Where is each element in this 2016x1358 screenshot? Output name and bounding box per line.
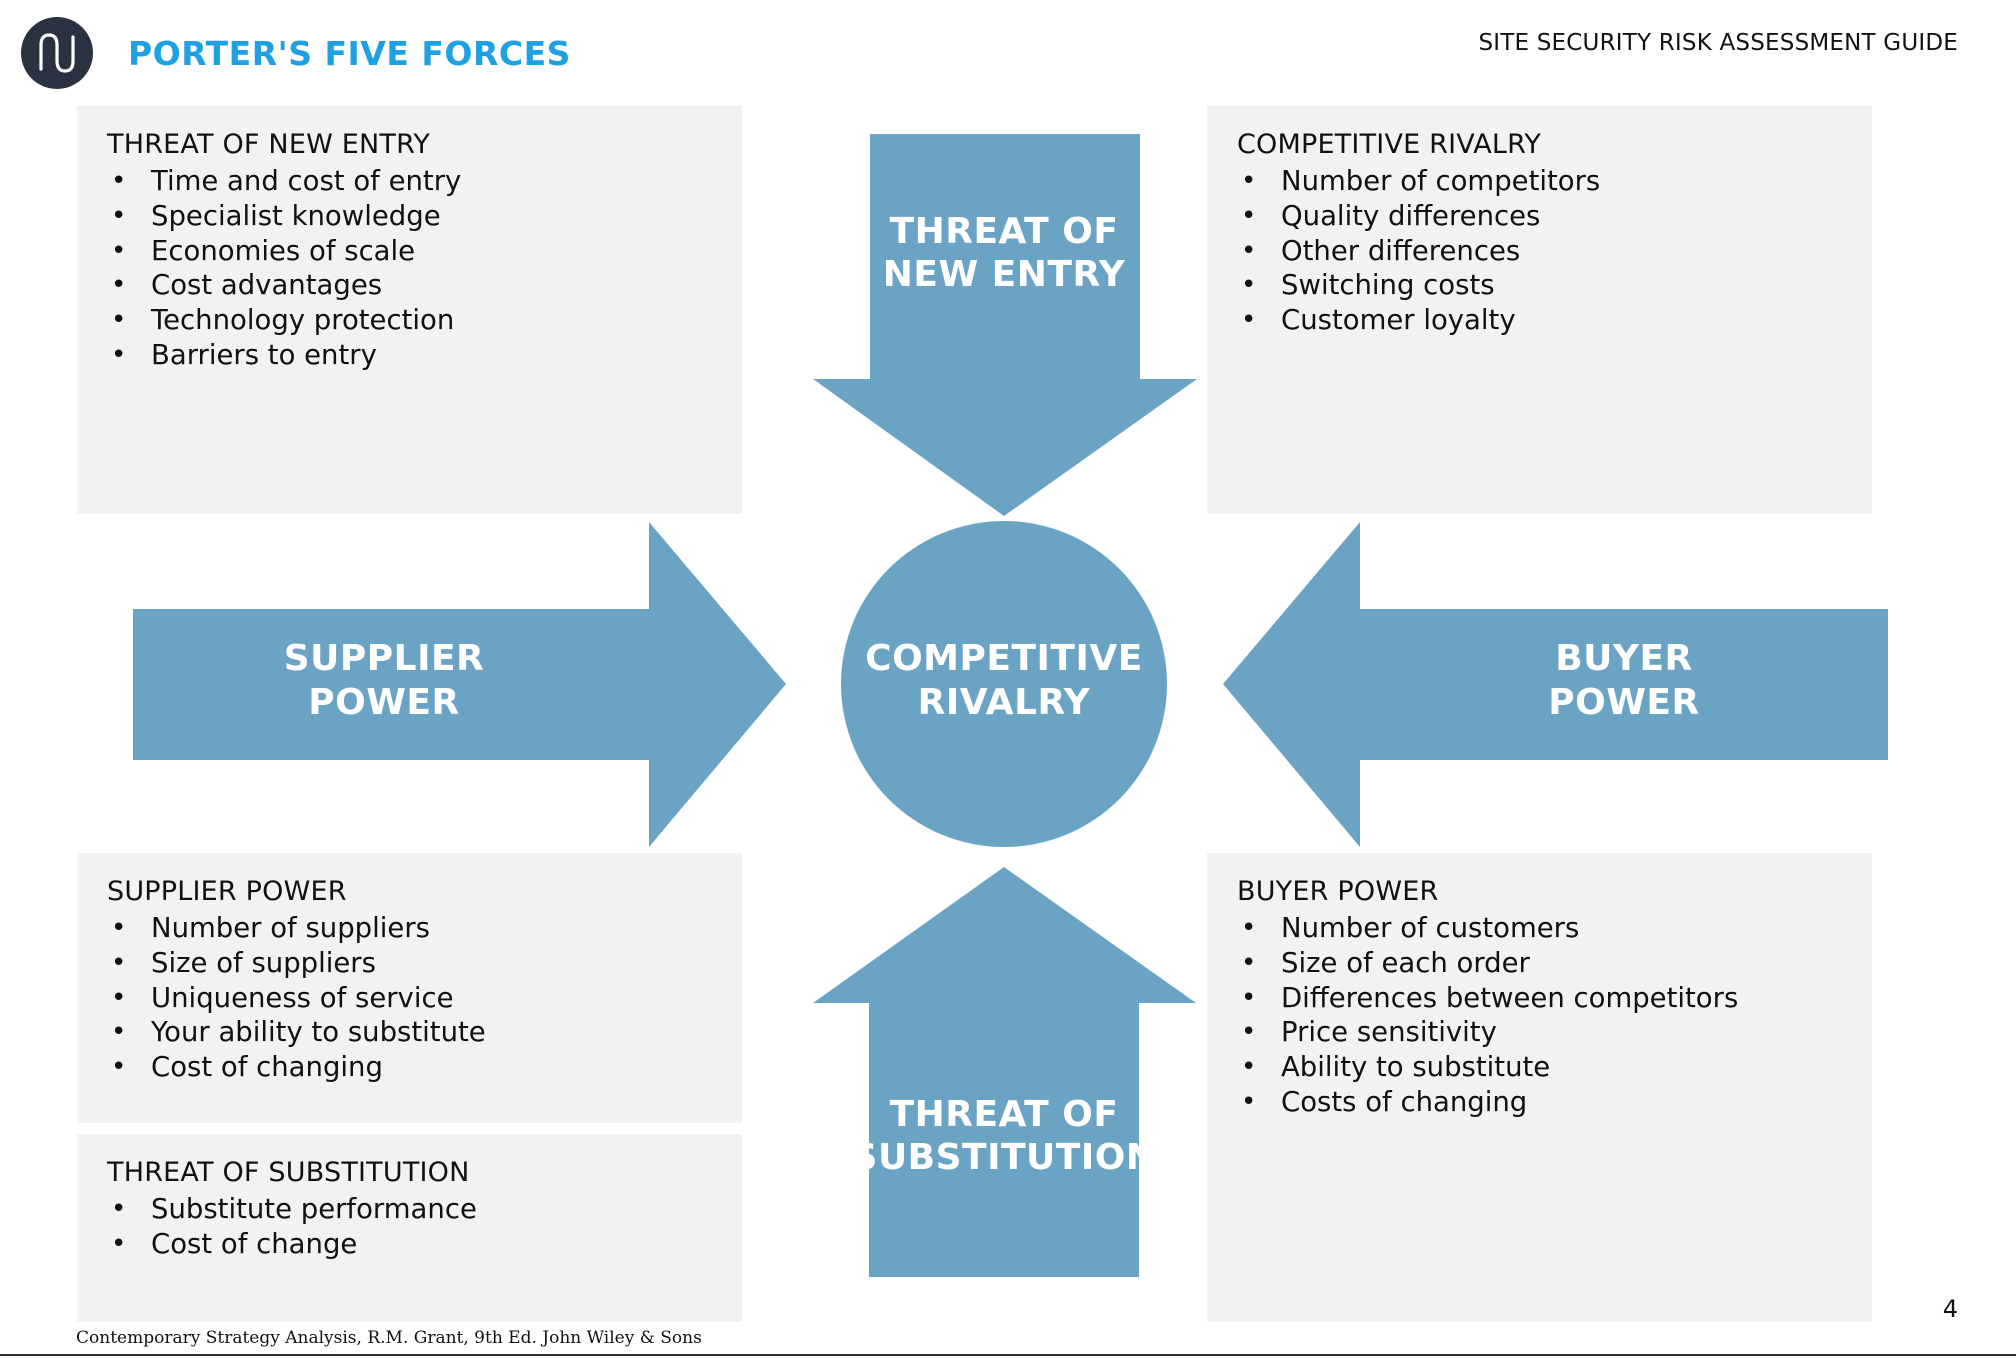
label-threat-of-substitution-line2: SUBSTITUTION [852,1137,1157,1178]
document-title: SITE SECURITY RISK ASSESSMENT GUIDE [1478,30,1958,56]
list-item: Economies of scale [107,234,712,269]
factor-list: Number of suppliers Size of suppliers Un… [107,911,712,1085]
factor-list: Substitute performance Cost of change [107,1192,712,1262]
list-item: Number of customers [1237,911,1842,946]
factor-list: Number of competitors Quality difference… [1237,164,1842,338]
panel-threat-of-substitution: THREAT OF SUBSTITUTION Substitute perfor… [77,1134,742,1322]
list-item: Ability to substitute [1237,1050,1842,1085]
list-item: Cost of change [107,1227,712,1262]
label-competitive-rivalry-line2: RIVALRY [918,682,1091,723]
panel-title: BUYER POWER [1237,876,1439,907]
panel-title: THREAT OF SUBSTITUTION [107,1157,470,1188]
list-item: Customer loyalty [1237,303,1842,338]
list-item: Size of suppliers [107,946,712,981]
panel-competitive-rivalry: COMPETITIVE RIVALRY Number of competitor… [1207,106,1872,514]
panel-buyer-power: BUYER POWER Number of customers Size of … [1207,853,1872,1322]
citation: Contemporary Strategy Analysis, R.M. Gra… [76,1328,702,1348]
label-competitive-rivalry-line1: COMPETITIVE [865,638,1143,679]
list-item: Quality differences [1237,199,1842,234]
list-item: Differences between competitors [1237,981,1842,1016]
factor-list: Number of customers Size of each order D… [1237,911,1842,1120]
list-item: Barriers to entry [107,338,712,373]
arrow-threat-of-substitution [813,867,1196,1277]
list-item: Cost of changing [107,1050,712,1085]
center-circle-competitive-rivalry [841,521,1167,847]
panel-title: SUPPLIER POWER [107,876,347,907]
list-item: Your ability to substitute [107,1015,712,1050]
label-threat-of-new-entry-line2: NEW ENTRY [883,254,1126,295]
label-supplier-power-line2: POWER [308,682,460,723]
nu-logo-icon [39,33,75,73]
panel-supplier-power: SUPPLIER POWER Number of suppliers Size … [77,853,742,1123]
company-logo [21,17,93,89]
list-item: Substitute performance [107,1192,712,1227]
label-buyer-power-line1: BUYER [1555,638,1693,679]
list-item: Switching costs [1237,268,1842,303]
list-item: Time and cost of entry [107,164,712,199]
page-title: PORTER'S FIVE FORCES [128,34,571,73]
panel-title: COMPETITIVE RIVALRY [1237,129,1542,160]
arrow-threat-of-new-entry [813,134,1197,516]
list-item: Technology protection [107,303,712,338]
list-item: Specialist knowledge [107,199,712,234]
label-threat-of-new-entry-line1: THREAT OF [890,211,1119,252]
page-number: 4 [1942,1295,1958,1323]
panel-title: THREAT OF NEW ENTRY [107,129,431,160]
list-item: Size of each order [1237,946,1842,981]
label-buyer-power-line2: POWER [1548,682,1700,723]
list-item: Costs of changing [1237,1085,1842,1120]
list-item: Price sensitivity [1237,1015,1842,1050]
bottom-divider [0,1354,2016,1356]
list-item: Number of competitors [1237,164,1842,199]
list-item: Other differences [1237,234,1842,269]
label-supplier-power-line1: SUPPLIER [284,638,485,679]
arrow-buyer-power [1223,522,1888,847]
list-item: Number of suppliers [107,911,712,946]
arrow-supplier-power [133,522,786,847]
list-item: Uniqueness of service [107,981,712,1016]
list-item: Cost advantages [107,268,712,303]
panel-threat-of-new-entry: THREAT OF NEW ENTRY Time and cost of ent… [77,106,742,514]
factor-list: Time and cost of entry Specialist knowle… [107,164,712,373]
label-threat-of-substitution-line1: THREAT OF [890,1094,1119,1135]
